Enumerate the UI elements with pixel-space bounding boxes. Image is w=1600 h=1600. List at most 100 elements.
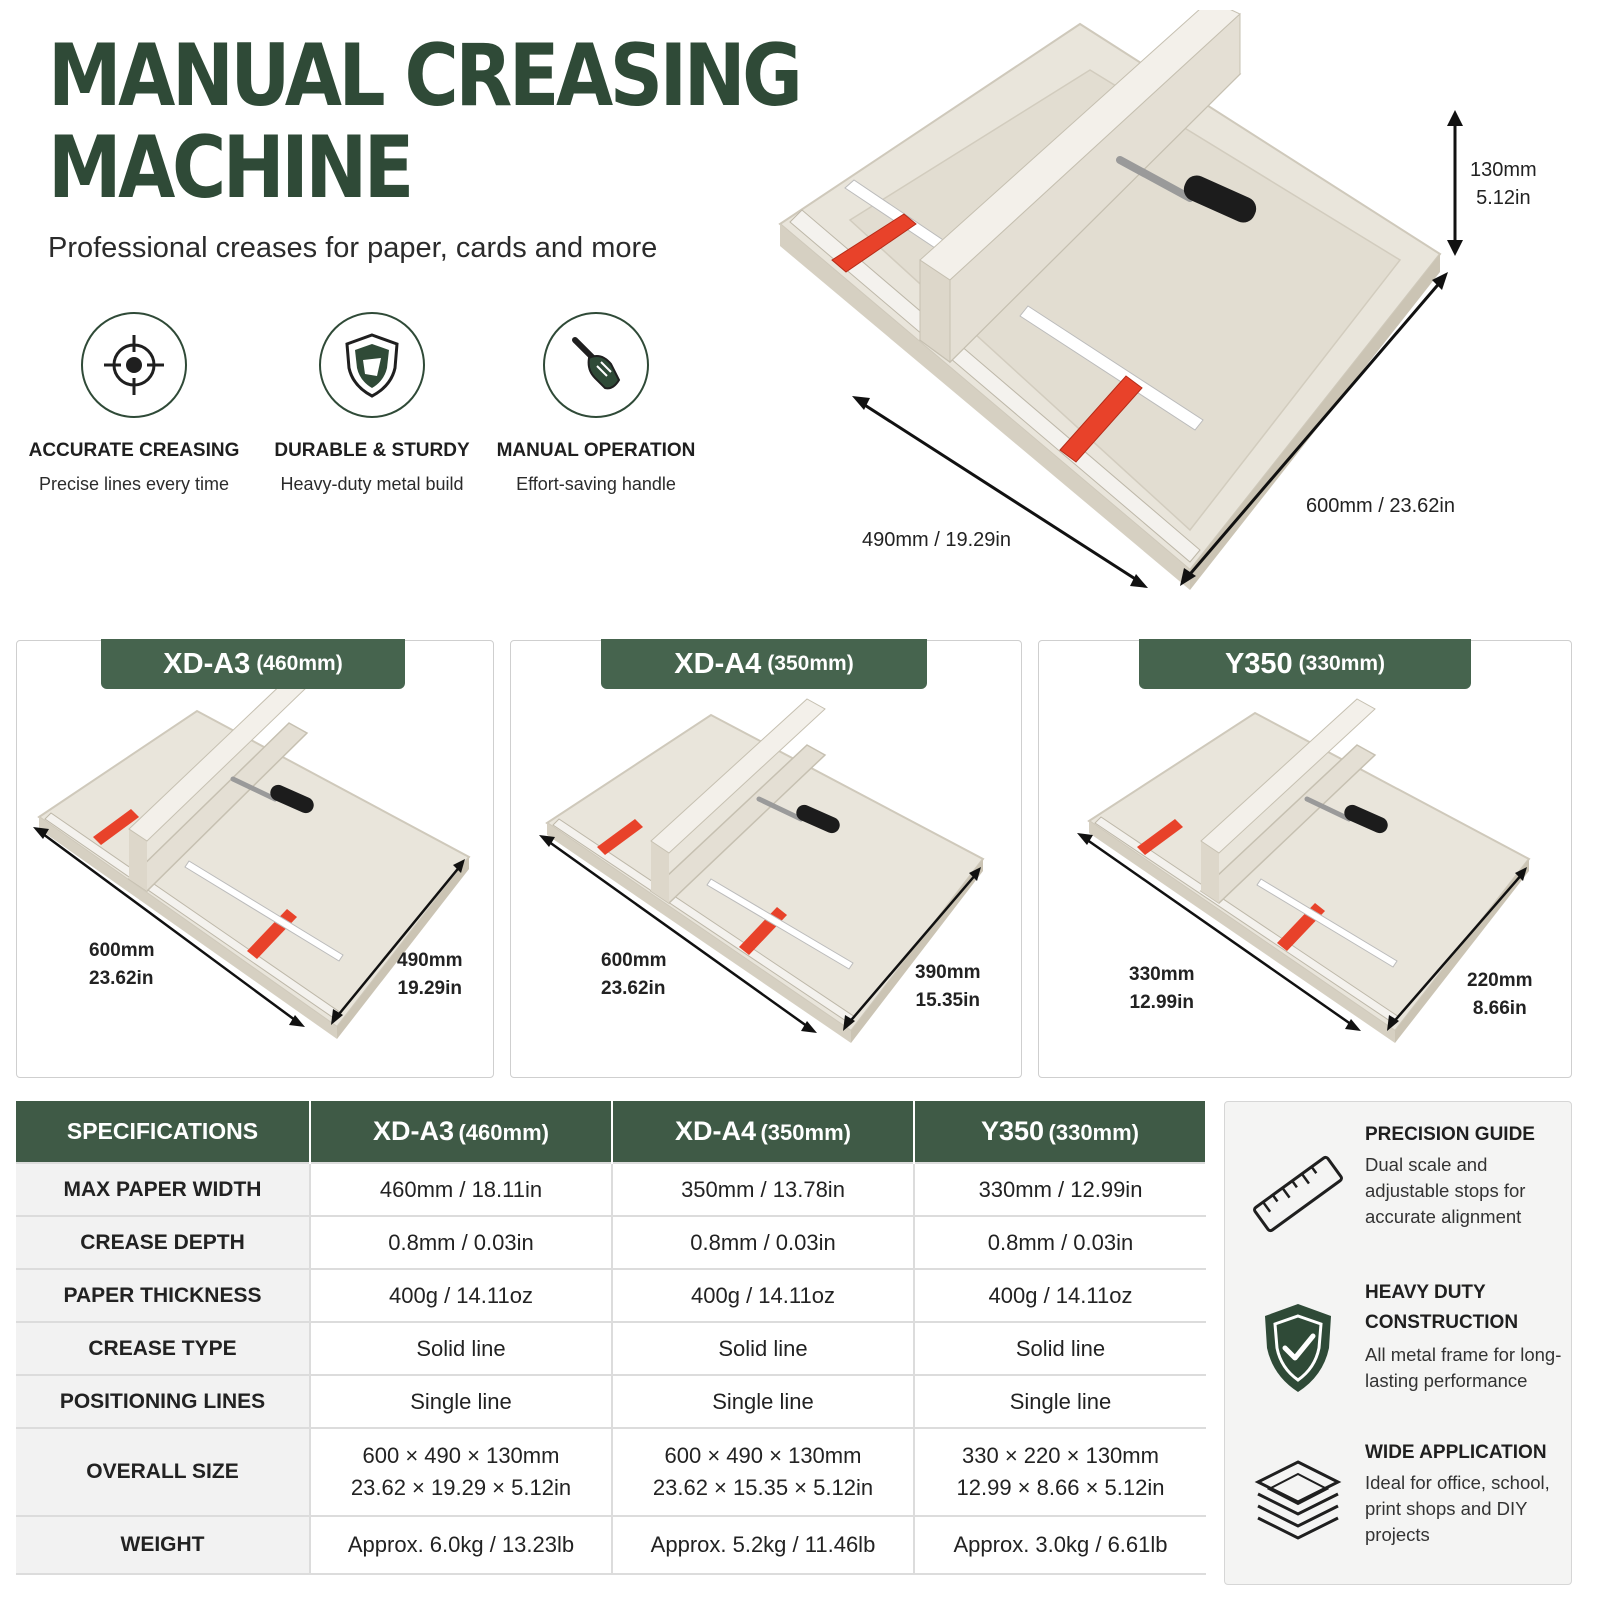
spec-value: 600 × 490 × 130mm 23.62 × 15.35 × 5.12in — [612, 1427, 915, 1516]
spec-value-line: 23.62 × 15.35 × 5.12in — [652, 1475, 874, 1500]
feature-accurate-creasing: ACCURATE CREASING Precise lines every ti… — [14, 312, 254, 495]
model-size: (350mm) — [767, 652, 854, 675]
side-item-desc: All metal frame for long-lasting perform… — [1365, 1344, 1562, 1391]
spec-header-model: XD-A3 (460mm) — [310, 1101, 613, 1163]
side-item-wide-application: WIDE APPLICATION Ideal for office, schoo… — [1225, 1438, 1573, 1578]
hero-length-label: 600mm / 23.62in — [1306, 495, 1455, 517]
spec-value: Single line — [914, 1374, 1206, 1428]
model-card-xd-a3: XD-A3 (460mm) 600mm 23.62in 490mm 19.29i… — [16, 639, 494, 1078]
subtitle: Professional creases for paper, cards an… — [48, 232, 658, 264]
dim-mm: 220mm — [1467, 970, 1533, 991]
model-tab: Y350 (330mm) — [1139, 639, 1471, 689]
dim-mm: 390mm — [915, 962, 981, 983]
paper-stack-icon — [1254, 1460, 1342, 1540]
dim-in: 8.66in — [1472, 998, 1527, 1019]
model-tab: XD-A4 (350mm) — [601, 639, 927, 689]
hero-width-label: 490mm / 19.29in — [862, 529, 1011, 551]
spec-value: Approx. 5.2kg / 11.46lb — [612, 1515, 915, 1575]
model-tab: XD-A3 (460mm) — [101, 639, 405, 689]
spec-value: Approx. 3.0kg / 6.61lb — [914, 1515, 1206, 1575]
table-row: MAX PAPER WIDTH 460mm / 18.11in 350mm / … — [16, 1162, 1206, 1216]
model-machine-illustration — [539, 698, 985, 1043]
spec-value: Approx. 6.0kg / 13.23lb — [310, 1515, 613, 1575]
side-item-title: PRECISION GUIDE — [1365, 1124, 1535, 1145]
model-size: (330mm) — [1298, 652, 1386, 675]
spec-label: CREASE DEPTH — [16, 1215, 311, 1269]
header-model-name: Y350 — [981, 1116, 1045, 1146]
spec-value-line: 23.62 × 19.29 × 5.12in — [350, 1475, 572, 1500]
side-item-precision-guide: PRECISION GUIDE Dual scale and adjustabl… — [1225, 1120, 1573, 1260]
title-line-2: MACHINE — [48, 118, 414, 218]
title-line-1: MANUAL CREASING — [48, 26, 803, 126]
crosshair-icon — [104, 335, 164, 395]
feature-durable-sturdy: DURABLE & STURDY Heavy-duty metal build — [252, 312, 492, 495]
spec-header-model: XD-A4 (350mm) — [612, 1101, 915, 1163]
feature-icon-circle — [543, 312, 649, 418]
feature-desc: Heavy-duty metal build — [280, 474, 464, 494]
table-row: PAPER THICKNESS 400g / 14.11oz 400g / 14… — [16, 1268, 1206, 1322]
header-model-name: XD-A3 — [373, 1116, 455, 1146]
feature-title: MANUAL OPERATION — [496, 440, 696, 461]
model-name: XD-A3 — [163, 647, 251, 680]
spec-value: Single line — [310, 1374, 613, 1428]
model-dim-length: 330mm 12.99in — [1129, 961, 1195, 1017]
model-dim-width: 390mm 15.35in — [915, 959, 981, 1015]
spec-value: Solid line — [914, 1321, 1206, 1375]
spec-value-line: 600 × 490 × 130mm — [664, 1443, 862, 1468]
hero-machine: 130mm 5.12in 600mm / 23.62in 490mm / 19.… — [770, 0, 1600, 600]
feature-side-panel: PRECISION GUIDE Dual scale and adjustabl… — [1224, 1101, 1572, 1585]
header-model-size: (460mm) — [458, 1120, 549, 1145]
table-row: WEIGHT Approx. 6.0kg / 13.23lb Approx. 5… — [16, 1515, 1206, 1575]
hand-handle-icon — [572, 337, 621, 390]
model-machine-illustration — [33, 676, 471, 1039]
dim-in: 12.99in — [1129, 992, 1194, 1013]
side-item-title: WIDE APPLICATION — [1365, 1442, 1547, 1463]
spec-value: 400g / 14.11oz — [612, 1268, 915, 1322]
spec-label: MAX PAPER WIDTH — [16, 1162, 311, 1216]
spec-value-line: 330 × 220 × 130mm — [962, 1443, 1159, 1468]
spec-value: 400g / 14.11oz — [310, 1268, 613, 1322]
dim-mm: 600mm — [89, 940, 155, 961]
dim-mm: 600mm — [601, 950, 667, 971]
table-row: CREASE DEPTH 0.8mm / 0.03in 0.8mm / 0.03… — [16, 1215, 1206, 1269]
model-name: Y350 — [1224, 647, 1293, 680]
header-model-size: (350mm) — [760, 1120, 851, 1145]
model-name: XD-A4 — [674, 647, 762, 680]
hero-height-mm: 130mm — [1470, 159, 1537, 181]
dim-in: 19.29in — [397, 978, 462, 999]
feature-desc: Effort-saving handle — [516, 474, 676, 494]
feature-icon-circle — [319, 312, 425, 418]
model-dim-width: 220mm 8.66in — [1467, 967, 1533, 1023]
dim-mm: 490mm — [397, 950, 463, 971]
dim-in: 15.35in — [915, 990, 980, 1011]
spec-header-row: SPECIFICATIONS XD-A3 (460mm) XD-A4 (350m… — [16, 1101, 1207, 1163]
page-title: MANUAL CREASING MACHINE — [48, 26, 803, 218]
spec-label: POSITIONING LINES — [16, 1374, 311, 1428]
dim-mm: 330mm — [1129, 964, 1195, 985]
spec-value: Solid line — [612, 1321, 915, 1375]
dim-in: 23.62in — [89, 968, 154, 989]
side-item-heavy-duty: HEAVY DUTY CONSTRUCTION All metal frame … — [1225, 1278, 1573, 1428]
feature-icon-circle — [81, 312, 187, 418]
spec-header-model: Y350 (330mm) — [914, 1101, 1207, 1163]
side-item-title: HEAVY DUTY CONSTRUCTION — [1365, 1282, 1519, 1333]
specifications-table: SPECIFICATIONS XD-A3 (460mm) XD-A4 (350m… — [16, 1101, 1207, 1575]
model-dim-width: 490mm 19.29in — [397, 947, 463, 1003]
spec-label: WEIGHT — [16, 1515, 311, 1575]
creasing-machine-illustration — [778, 0, 1463, 590]
spec-value: 400g / 14.11oz — [914, 1268, 1206, 1322]
spec-label: OVERALL SIZE — [16, 1427, 311, 1516]
shield-check-icon — [1265, 1304, 1331, 1392]
side-item-desc: Ideal for office, school, print shops an… — [1365, 1472, 1550, 1545]
table-row: CREASE TYPE Solid line Solid line Solid … — [16, 1321, 1206, 1375]
spec-label: CREASE TYPE — [16, 1321, 311, 1375]
dim-in: 23.62in — [601, 978, 666, 999]
model-machine-illustration — [1077, 698, 1531, 1043]
spec-value: 330mm / 12.99in — [914, 1162, 1206, 1216]
hero-height-in: 5.12in — [1476, 187, 1531, 209]
spec-value: Single line — [612, 1374, 915, 1428]
header-model-size: (330mm) — [1048, 1120, 1139, 1145]
spec-value: 460mm / 18.11in — [310, 1162, 613, 1216]
